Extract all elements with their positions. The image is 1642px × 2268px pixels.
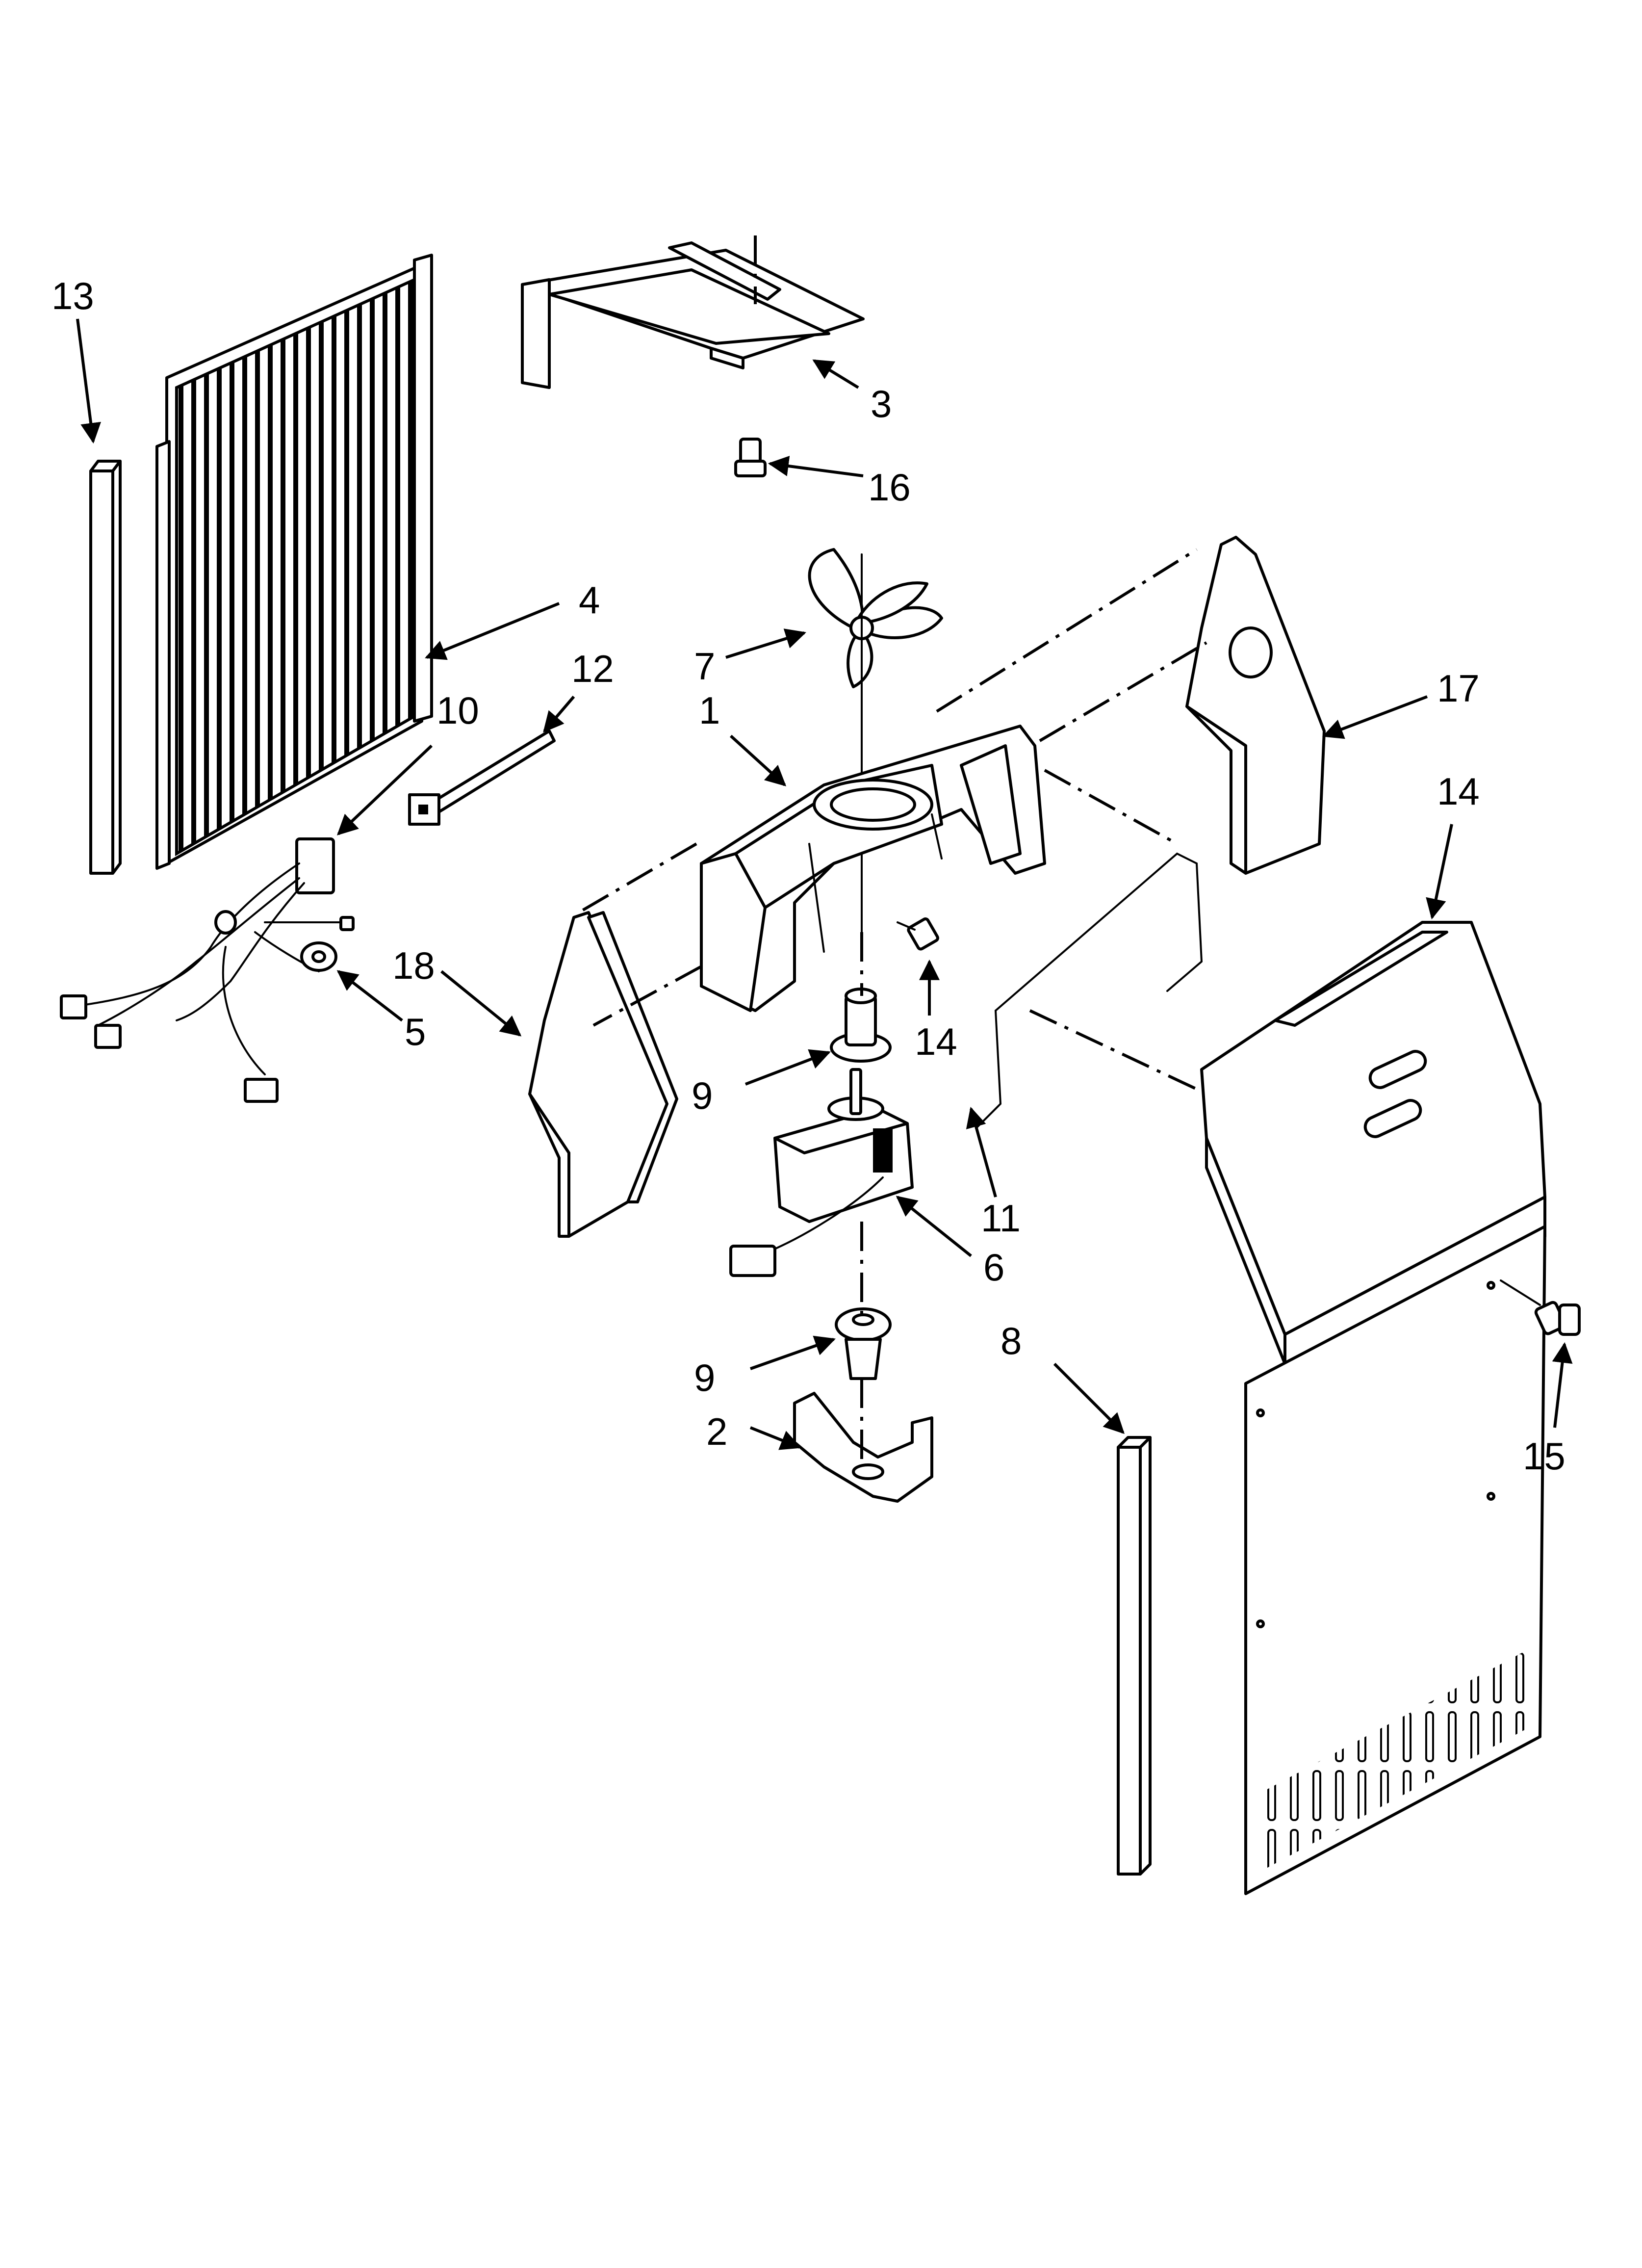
part-2-motor-bracket [793,1392,933,1503]
callout-5: 5 [405,1010,426,1053]
callout-labels: 13 3 16 4 12 10 7 1 17 14 18 5 14 9 11 6… [51,274,1565,1478]
callout-3: 3 [871,382,892,425]
part-4-evaporator-cover [155,254,433,870]
part-5-grommet [300,941,337,972]
callout-9-upper: 9 [692,1074,713,1117]
part-9-grommet-upper [830,988,892,1063]
part-1-fan-housing [700,725,1046,1012]
callout-13: 13 [51,274,94,317]
part-17-side-baffle [1185,536,1326,875]
callout-2: 2 [706,1410,727,1453]
callout-18: 18 [392,944,435,987]
part-18-side-baffle [528,911,678,1238]
part-14-rear-panel [1200,921,1546,1895]
callout-7: 7 [694,645,715,688]
callout-15: 15 [1523,1434,1565,1478]
part-7-fan-blade [808,548,943,933]
part-8-seal-strip [1117,1436,1152,1876]
callout-1: 1 [699,689,720,732]
callout-14-screw: 14 [915,1020,957,1063]
callout-14-panel: 14 [1437,770,1480,813]
leader-arrows [76,318,1573,1450]
callout-17: 17 [1437,667,1480,710]
part-13-seal-strip [89,460,122,875]
part-6-fan-motor [729,1068,914,1277]
callout-16: 16 [868,466,911,509]
part-3-upper-duct [521,235,865,389]
part-16-screw [734,438,767,477]
part-12-cable-tie [408,730,556,826]
callout-8: 8 [1001,1319,1022,1362]
callout-4: 4 [579,578,600,622]
callout-9-lower: 9 [694,1356,715,1399]
part-9-grommet-lower [835,1307,892,1380]
callout-12: 12 [571,647,614,690]
callout-6: 6 [983,1246,1004,1289]
part-11-wire-bracket [975,852,1203,1129]
part-14-screw-upper [897,917,939,951]
part-15-screw [1500,1279,1581,1336]
callout-11: 11 [981,1197,1021,1240]
part-10-wire-harness [60,837,355,1103]
callout-10: 10 [436,689,479,732]
assembly-lines [578,548,1207,1467]
